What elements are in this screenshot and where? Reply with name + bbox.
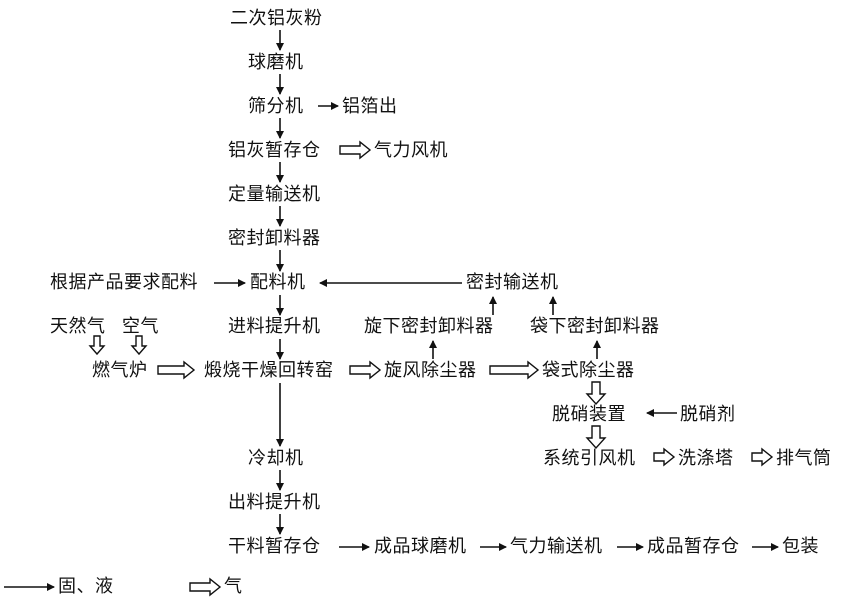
node-pneumatic-fan: 气力风机 bbox=[374, 140, 448, 161]
node-sealed-discharger: 密封卸料器 bbox=[228, 228, 321, 249]
node-batching-by-product: 根据产品要求配料 bbox=[50, 272, 198, 293]
node-batching-machine: 配料机 bbox=[250, 272, 306, 293]
node-product-storage: 成品暂存仓 bbox=[647, 536, 740, 557]
node-feed-elevator: 进料提升机 bbox=[228, 316, 321, 337]
legend-gas-arrow bbox=[189, 577, 222, 597]
node-ash-storage: 铝灰暂存仓 bbox=[228, 140, 321, 161]
node-bag-discharger: 袋下密封卸料器 bbox=[530, 316, 660, 337]
gas-arrow-fan-to-scrubber bbox=[653, 447, 676, 467]
node-denitration: 脱硝装置 bbox=[552, 404, 626, 425]
node-packaging: 包装 bbox=[782, 536, 819, 557]
node-cyclone-discharger: 旋下密封卸料器 bbox=[364, 316, 494, 337]
node-cyclone-collector: 旋风除尘器 bbox=[384, 360, 477, 381]
node-foil-out: 铝箔出 bbox=[342, 96, 398, 117]
gas-arrow-kiln-to-cyclone bbox=[349, 360, 382, 380]
node-discharge-elevator: 出料提升机 bbox=[228, 492, 321, 513]
gas-arrow-scrubber-to-stack bbox=[751, 447, 774, 467]
node-sieve: 筛分机 bbox=[248, 96, 304, 117]
gas-arrow-furnace-to-kiln bbox=[157, 360, 196, 380]
node-exhaust-stack: 排气筒 bbox=[776, 448, 832, 469]
node-air: 空气 bbox=[122, 316, 159, 337]
node-bag-collector: 袋式除尘器 bbox=[542, 360, 635, 381]
gas-arrow-denitration-to-fan bbox=[585, 425, 607, 450]
gas-arrow-storage-to-fan bbox=[339, 140, 372, 160]
legend-gas-label: 气 bbox=[224, 576, 243, 597]
gas-arrow-air-down bbox=[130, 335, 148, 356]
node-ball-mill: 球磨机 bbox=[248, 52, 304, 73]
node-induced-fan: 系统引风机 bbox=[543, 448, 636, 469]
node-dry-storage: 干料暂存仓 bbox=[228, 536, 321, 557]
node-pneumatic-conveyor: 气力输送机 bbox=[510, 536, 603, 557]
gas-arrow-natgas-down bbox=[88, 335, 106, 356]
node-product-ball-mill: 成品球磨机 bbox=[374, 536, 467, 557]
node-sealed-conveyor: 密封输送机 bbox=[466, 272, 559, 293]
node-cooler: 冷却机 bbox=[248, 448, 304, 469]
gas-arrow-cyclone-to-bag bbox=[489, 360, 540, 380]
node-natural-gas: 天然气 bbox=[50, 316, 106, 337]
node-secondary-ash: 二次铝灰粉 bbox=[230, 8, 323, 29]
node-gas-furnace: 燃气炉 bbox=[92, 360, 148, 381]
legend-solid-liquid-label: 固、液 bbox=[58, 576, 114, 597]
gas-arrow-bag-to-denitration bbox=[585, 381, 607, 406]
node-kiln: 煅烧干燥回转窑 bbox=[204, 360, 334, 381]
node-denitrant: 脱硝剂 bbox=[680, 404, 736, 425]
node-scrubber: 洗涤塔 bbox=[678, 448, 734, 469]
node-quant-conveyor: 定量输送机 bbox=[228, 184, 321, 205]
